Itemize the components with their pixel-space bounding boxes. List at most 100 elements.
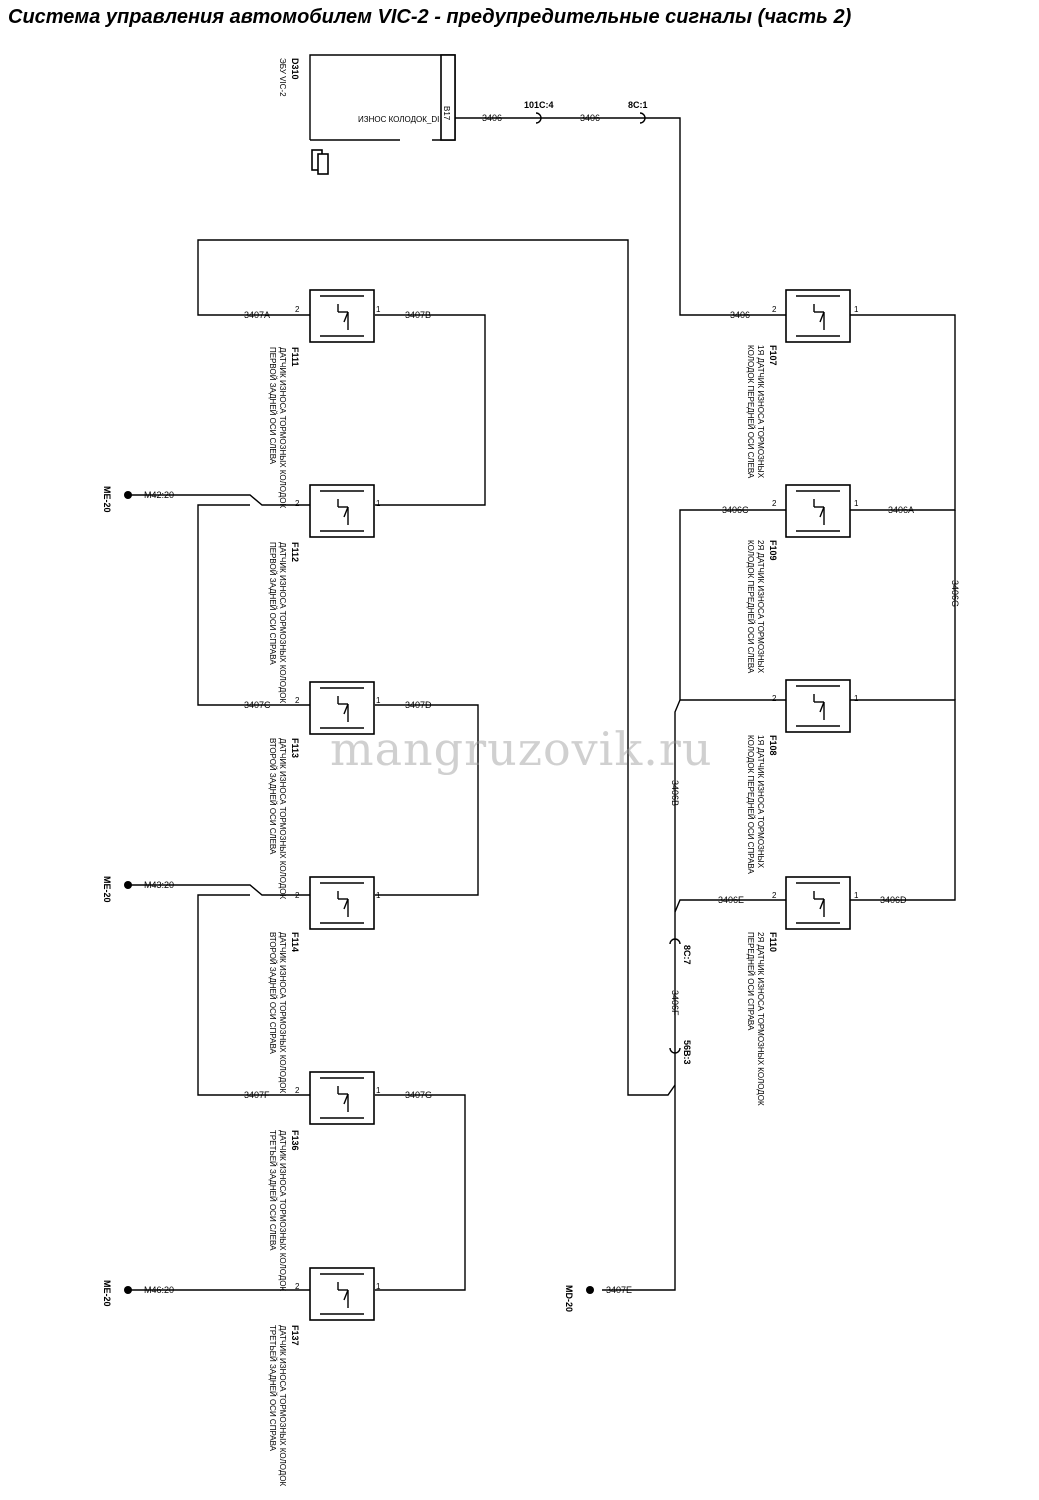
svg-text:КОЛОДОК ПЕРЕДНЕЙ ОСИ СПРАВА: КОЛОДОК ПЕРЕДНЕЙ ОСИ СПРАВА	[746, 735, 755, 874]
wire-label-3407f: 3407F	[244, 1090, 270, 1100]
sensor-id: F111	[290, 347, 300, 367]
ground-me-dot-2	[124, 881, 132, 889]
wire-label-3406f: 3406F	[670, 990, 680, 1016]
svg-text:КОЛОДОК ПЕРЕДНЕЙ ОСИ СЛЕВА: КОЛОДОК ПЕРЕДНЕЙ ОСИ СЛЕВА	[746, 345, 755, 479]
sensor-id: F114	[290, 932, 300, 952]
svg-text:ТРЕТЬЕЙ ЗАДНЕЙ ОСИ СПРАВА: ТРЕТЬЕЙ ЗАДНЕЙ ОСИ СПРАВА	[268, 1325, 277, 1452]
right-column-wires: 3406A 3406C 3406D 3406E 3406G 3406B 3406…	[197, 239, 960, 1312]
svg-text:1Я ДАТЧИК ИЗНОСА ТОРМОЗНЫХ: 1Я ДАТЧИК ИЗНОСА ТОРМОЗНЫХ	[756, 345, 765, 479]
ecu-name: ЭБУ VIC-2	[278, 58, 287, 97]
ground-me-dot-3	[124, 1286, 132, 1294]
svg-text:1: 1	[376, 1282, 381, 1291]
svg-text:1: 1	[376, 891, 381, 900]
connector-8c7: 8C:7	[682, 945, 692, 965]
ecu-id: D310	[290, 58, 300, 80]
svg-text:ПЕРВОЙ ЗАДНЕЙ ОСИ СПРАВА: ПЕРВОЙ ЗАДНЕЙ ОСИ СПРАВА	[268, 542, 277, 665]
wire-label-3406g: 3406G	[950, 580, 960, 607]
sensor-id: F136	[290, 1130, 300, 1151]
wire-label-3406c: 3406C	[722, 505, 749, 515]
svg-text:ДАТЧИК ИЗНОСА ТОРМОЗНЫХ КОЛОДО: ДАТЧИК ИЗНОСА ТОРМОЗНЫХ КОЛОДОК	[278, 738, 287, 899]
wire-label-3407b: 3407B	[405, 310, 431, 320]
svg-text:2: 2	[772, 499, 777, 508]
sensor-f112: 2 1 F112 ДАТЧИК ИЗНОСА ТОРМОЗНЫХ КОЛОДОК…	[268, 484, 381, 703]
svg-text:ТРЕТЬЕЙ ЗАДНЕЙ ОСИ СЛЕВА: ТРЕТЬЕЙ ЗАДНЕЙ ОСИ СЛЕВА	[268, 1130, 277, 1251]
wire-label-m43: M43:20	[144, 880, 174, 890]
sensor-id: F113	[290, 738, 300, 758]
connector-8c1: 8C:1	[628, 100, 648, 110]
svg-text:ДАТЧИК ИЗНОСА ТОРМОЗНЫХ КОЛОДО: ДАТЧИК ИЗНОСА ТОРМОЗНЫХ КОЛОДОК	[278, 347, 287, 508]
sensor-id: F109	[768, 540, 778, 561]
wire-label-3406-b: 3406	[580, 113, 600, 123]
ground-md: MD-20	[564, 1285, 574, 1312]
svg-text:2: 2	[772, 305, 777, 314]
svg-text:2: 2	[772, 694, 777, 703]
wire-label-3407c: 3407C	[244, 700, 271, 710]
connector-56b3: 56B:3	[682, 1040, 692, 1065]
svg-text:ПЕРВОЙ ЗАДНЕЙ ОСИ СЛЕВА: ПЕРВОЙ ЗАДНЕЙ ОСИ СЛЕВА	[268, 347, 277, 465]
svg-text:2Я ДАТЧИК ИЗНОСА ТОРМОЗНЫХ: 2Я ДАТЧИК ИЗНОСА ТОРМОЗНЫХ	[756, 540, 765, 674]
svg-text:ПЕРЕДНЕЙ ОСИ СПРАВА: ПЕРЕДНЕЙ ОСИ СПРАВА	[746, 932, 755, 1031]
sensor-id: F137	[290, 1325, 300, 1346]
wire-label-3406-a: 3406	[482, 113, 502, 123]
wire-label-3406d: 3406D	[880, 895, 907, 905]
wire-label-3407e: 3407E	[606, 1285, 632, 1295]
wire-label-3407d: 3407D	[405, 700, 432, 710]
sensor-id: F112	[290, 542, 300, 562]
wire-label-3407a: 3407A	[244, 310, 270, 320]
svg-text:2: 2	[295, 891, 300, 900]
sensor-f136: 2 1 F136 ДАТЧИК ИЗНОСА ТОРМОЗНЫХ КОЛОДОК…	[268, 1071, 381, 1291]
svg-text:2: 2	[772, 891, 777, 900]
ground-me-dot-1	[124, 491, 132, 499]
watermark: mangruzovik.ru	[330, 722, 713, 776]
svg-text:1: 1	[854, 305, 859, 314]
sensor-f108: 2 1 F108 1Я ДАТЧИК ИЗНОСА ТОРМОЗНЫХ КОЛО…	[746, 679, 859, 874]
svg-text:1: 1	[376, 499, 381, 508]
sensor-f113: 2 1 F113 ДАТЧИК ИЗНОСА ТОРМОЗНЫХ КОЛОДОК…	[268, 681, 381, 899]
sensor-f107: 2 1 F107 1Я ДАТЧИК ИЗНОСА ТОРМОЗНЫХ КОЛО…	[746, 289, 859, 479]
sensor-id: F110	[768, 932, 778, 952]
svg-text:1: 1	[376, 1086, 381, 1095]
wire-label-3406-c: 3406	[730, 310, 750, 320]
svg-text:ДАТЧИК ИЗНОСА ТОРМОЗНЫХ КОЛОДО: ДАТЧИК ИЗНОСА ТОРМОЗНЫХ КОЛОДОК	[278, 1325, 287, 1486]
wire-label-3406a: 3406A	[888, 505, 914, 515]
left-column-wires: ME-20 ME-20 ME-20 M42:20 M43:20 M46:20 3…	[102, 310, 486, 1307]
svg-text:ДАТЧИК ИЗНОСА ТОРМОЗНЫХ КОЛОДО: ДАТЧИК ИЗНОСА ТОРМОЗНЫХ КОЛОДОК	[278, 1130, 287, 1291]
svg-text:ДАТЧИК ИЗНОСА ТОРМОЗНЫХ КОЛОДО: ДАТЧИК ИЗНОСА ТОРМОЗНЫХ КОЛОДОК	[278, 932, 287, 1093]
ecu-signal-label: ИЗНОС КОЛОДОК_DI	[358, 115, 439, 124]
sensor-f111: 2 1 F111 ДАТЧИК ИЗНОСА ТОРМОЗНЫХ КОЛОДОК…	[268, 289, 381, 508]
svg-text:1: 1	[376, 305, 381, 314]
svg-text:2Я ДАТЧИК ИЗНОСА ТОРМОЗНЫХ КОЛ: 2Я ДАТЧИК ИЗНОСА ТОРМОЗНЫХ КОЛОДОК	[756, 932, 765, 1106]
wire-3406-main: 3406 3406 101C:4 8C:1 3406	[455, 100, 790, 320]
sensor-f114: 2 1 F114 ДАТЧИК ИЗНОСА ТОРМОЗНЫХ КОЛОДОК…	[268, 876, 381, 1093]
ground-me-1: ME-20	[102, 486, 112, 513]
page-title: Система управления автомобилем VIC-2 - п…	[8, 6, 852, 28]
svg-text:2: 2	[295, 1086, 300, 1095]
svg-text:ВТОРОЙ ЗАДНЕЙ ОСИ СПРАВА: ВТОРОЙ ЗАДНЕЙ ОСИ СПРАВА	[268, 932, 277, 1055]
sensor-f109: 2 1 F109 2Я ДАТЧИК ИЗНОСА ТОРМОЗНЫХ КОЛО…	[746, 484, 859, 674]
svg-text:2: 2	[295, 305, 300, 314]
wire-label-m46: M46:20	[144, 1285, 174, 1295]
svg-text:2: 2	[295, 1282, 300, 1291]
sensor-id: F108	[768, 735, 778, 756]
connector-101c4: 101C:4	[524, 100, 554, 110]
svg-text:ВТОРОЙ ЗАДНЕЙ ОСИ СЛЕВА: ВТОРОЙ ЗАДНЕЙ ОСИ СЛЕВА	[268, 738, 277, 855]
wire-label-3407g: 3407G	[405, 1090, 432, 1100]
ground-md-dot	[586, 1286, 594, 1294]
sensor-id: F107	[768, 345, 778, 366]
ground-me-3: ME-20	[102, 1280, 112, 1307]
svg-text:1: 1	[854, 694, 859, 703]
ground-me-2: ME-20	[102, 876, 112, 903]
svg-text:ДАТЧИК ИЗНОСА ТОРМОЗНЫХ КОЛОДО: ДАТЧИК ИЗНОСА ТОРМОЗНЫХ КОЛОДОК	[278, 542, 287, 703]
ecu-d310: D310 ЭБУ VIC-2 ИЗНОС КОЛОДОК_DI B17	[278, 54, 456, 175]
svg-text:2: 2	[295, 696, 300, 705]
svg-text:1: 1	[854, 499, 859, 508]
svg-text:2: 2	[295, 499, 300, 508]
svg-text:1: 1	[854, 891, 859, 900]
wire-label-3406b: 3406B	[670, 780, 680, 806]
wire-label-3406e: 3406E	[718, 895, 744, 905]
svg-text:1Я ДАТЧИК ИЗНОСА ТОРМОЗНЫХ: 1Я ДАТЧИК ИЗНОСА ТОРМОЗНЫХ	[756, 735, 765, 869]
svg-text:1: 1	[376, 696, 381, 705]
ecu-pin-label: B17	[442, 106, 451, 121]
sensor-f110: 2 1 F110 2Я ДАТЧИК ИЗНОСА ТОРМОЗНЫХ КОЛО…	[746, 876, 859, 1106]
